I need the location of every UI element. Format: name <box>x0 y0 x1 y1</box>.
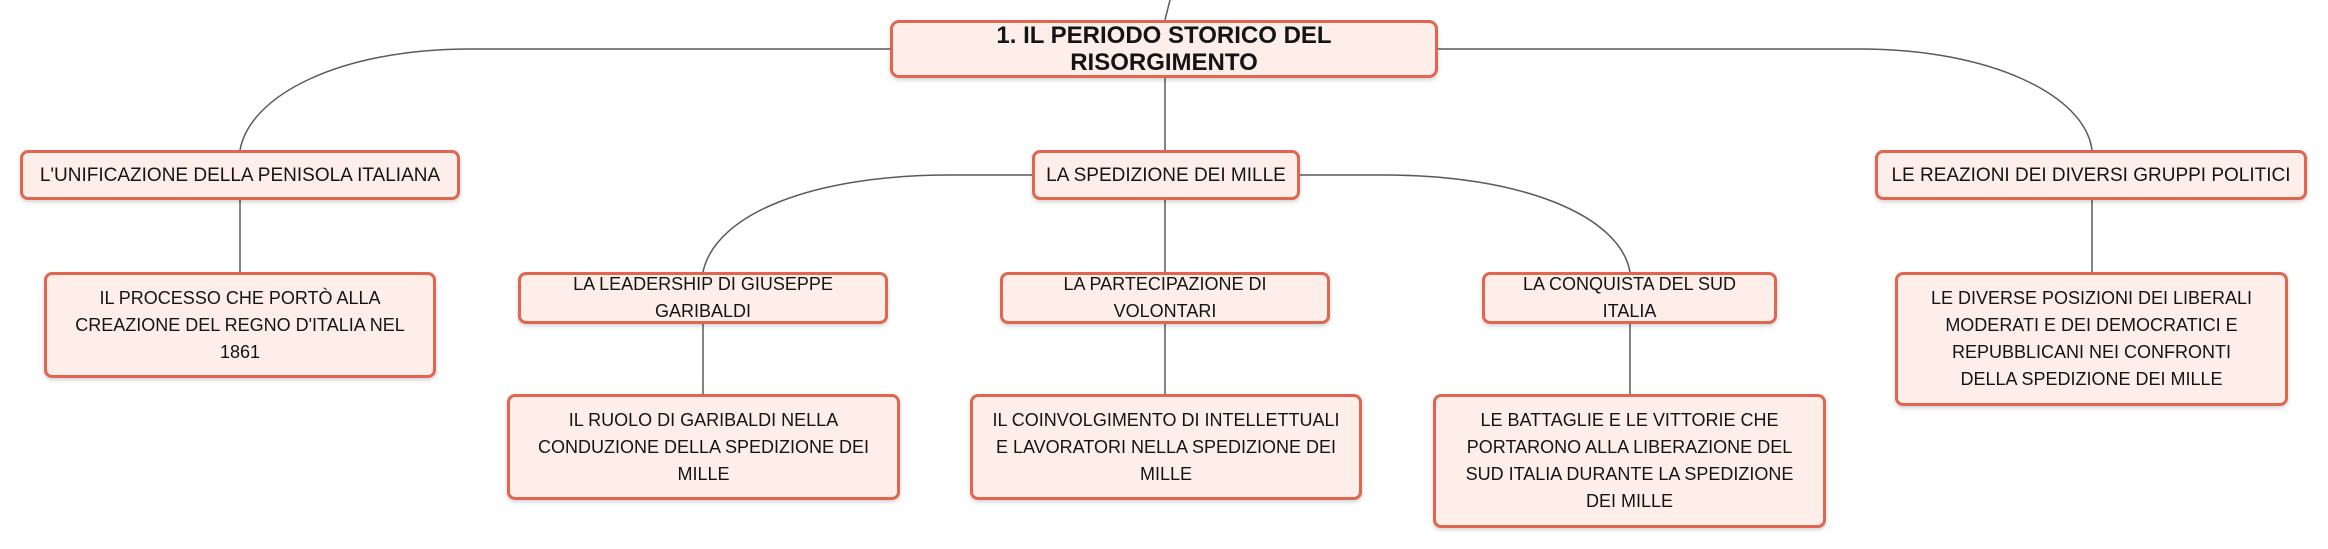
detail-node-text: IL PROCESSO CHE PORTÒ ALLA CREAZIONE DEL… <box>75 287 405 362</box>
detail-node-text: LE BATTAGLIE E LE VITTORIE CHE PORTARONO… <box>1465 410 1794 511</box>
connector-spedizione-conquista <box>1300 174 1631 273</box>
branch-node-spedizione[interactable]: LA SPEDIZIONE DEI MILLE <box>1032 150 1300 200</box>
detail-node-text: IL COINVOLGIMENTO DI INTELLETTUALI E LAV… <box>992 409 1340 484</box>
root-node-label: 1. IL PERIODO STORICO DEL RISORGIMENTO <box>996 22 1332 76</box>
connector-root-branch-unificazione <box>239 48 890 151</box>
sub-node-partecipazione[interactable]: LA PARTECIPAZIONE DI VOLONTARI <box>1000 272 1330 324</box>
branch-node-reazioni[interactable]: LE REAZIONI DEI DIVERSI GRUPPI POLITICI <box>1875 150 2307 200</box>
detail-node-text: LE DIVERSE POSIZIONI DEI LIBERALI MODERA… <box>1930 288 2253 389</box>
branch-node-label: L'UNIFICAZIONE DELLA PENISOLA ITALIANA <box>39 164 441 186</box>
detail-node-unificazione[interactable]: IL PROCESSO CHE PORTÒ ALLA CREAZIONE DEL… <box>44 272 436 378</box>
detail-node-conquista[interactable]: LE BATTAGLIE E LE VITTORIE CHE PORTARONO… <box>1433 394 1826 528</box>
connector-spedizione-leadership <box>702 174 1032 273</box>
branch-node-label: LE REAZIONI DEI DIVERSI GRUPPI POLITICI <box>1891 164 2291 186</box>
sub-node-label: LA PARTECIPAZIONE DI VOLONTARI <box>1063 274 1267 321</box>
connector-root-top <box>1164 0 1171 21</box>
detail-node-leadership[interactable]: IL RUOLO DI GARIBALDI NELLA CONDUZIONE D… <box>507 394 900 500</box>
detail-node-text: IL RUOLO DI GARIBALDI NELLA CONDUZIONE D… <box>537 409 870 484</box>
branch-node-label: LA SPEDIZIONE DEI MILLE <box>1046 164 1286 186</box>
sub-node-label: LA CONQUISTA DEL SUD ITALIA <box>1522 274 1737 321</box>
sub-node-conquista[interactable]: LA CONQUISTA DEL SUD ITALIA <box>1482 272 1777 324</box>
sub-node-label: LA LEADERSHIP DI GIUSEPPE GARIBALDI <box>573 274 833 321</box>
detail-node-reazioni[interactable]: LE DIVERSE POSIZIONI DEI LIBERALI MODERA… <box>1895 272 2288 406</box>
connector-root-branch-reazioni <box>1438 48 2093 151</box>
detail-node-partecipazione[interactable]: IL COINVOLGIMENTO DI INTELLETTUALI E LAV… <box>970 394 1362 500</box>
root-node[interactable]: 1. IL PERIODO STORICO DEL RISORGIMENTO <box>890 20 1438 78</box>
branch-node-unificazione[interactable]: L'UNIFICAZIONE DELLA PENISOLA ITALIANA <box>20 150 460 200</box>
sub-node-leadership[interactable]: LA LEADERSHIP DI GIUSEPPE GARIBALDI <box>518 272 888 324</box>
